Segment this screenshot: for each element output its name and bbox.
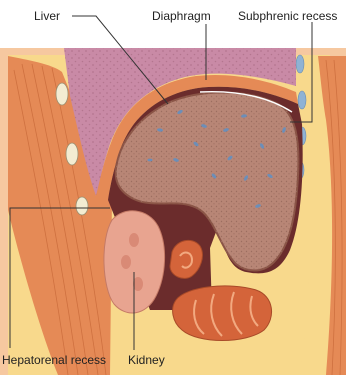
label-kidney: Kidney xyxy=(128,353,165,367)
large-intestine xyxy=(173,286,272,341)
label-liver: Liver xyxy=(34,9,60,23)
label-subphrenic-recess: Subphrenic recess xyxy=(238,9,337,23)
label-hepatorenal-recess: Hepatorenal recess xyxy=(2,353,106,367)
label-diaphragm: Diaphragm xyxy=(152,9,211,23)
